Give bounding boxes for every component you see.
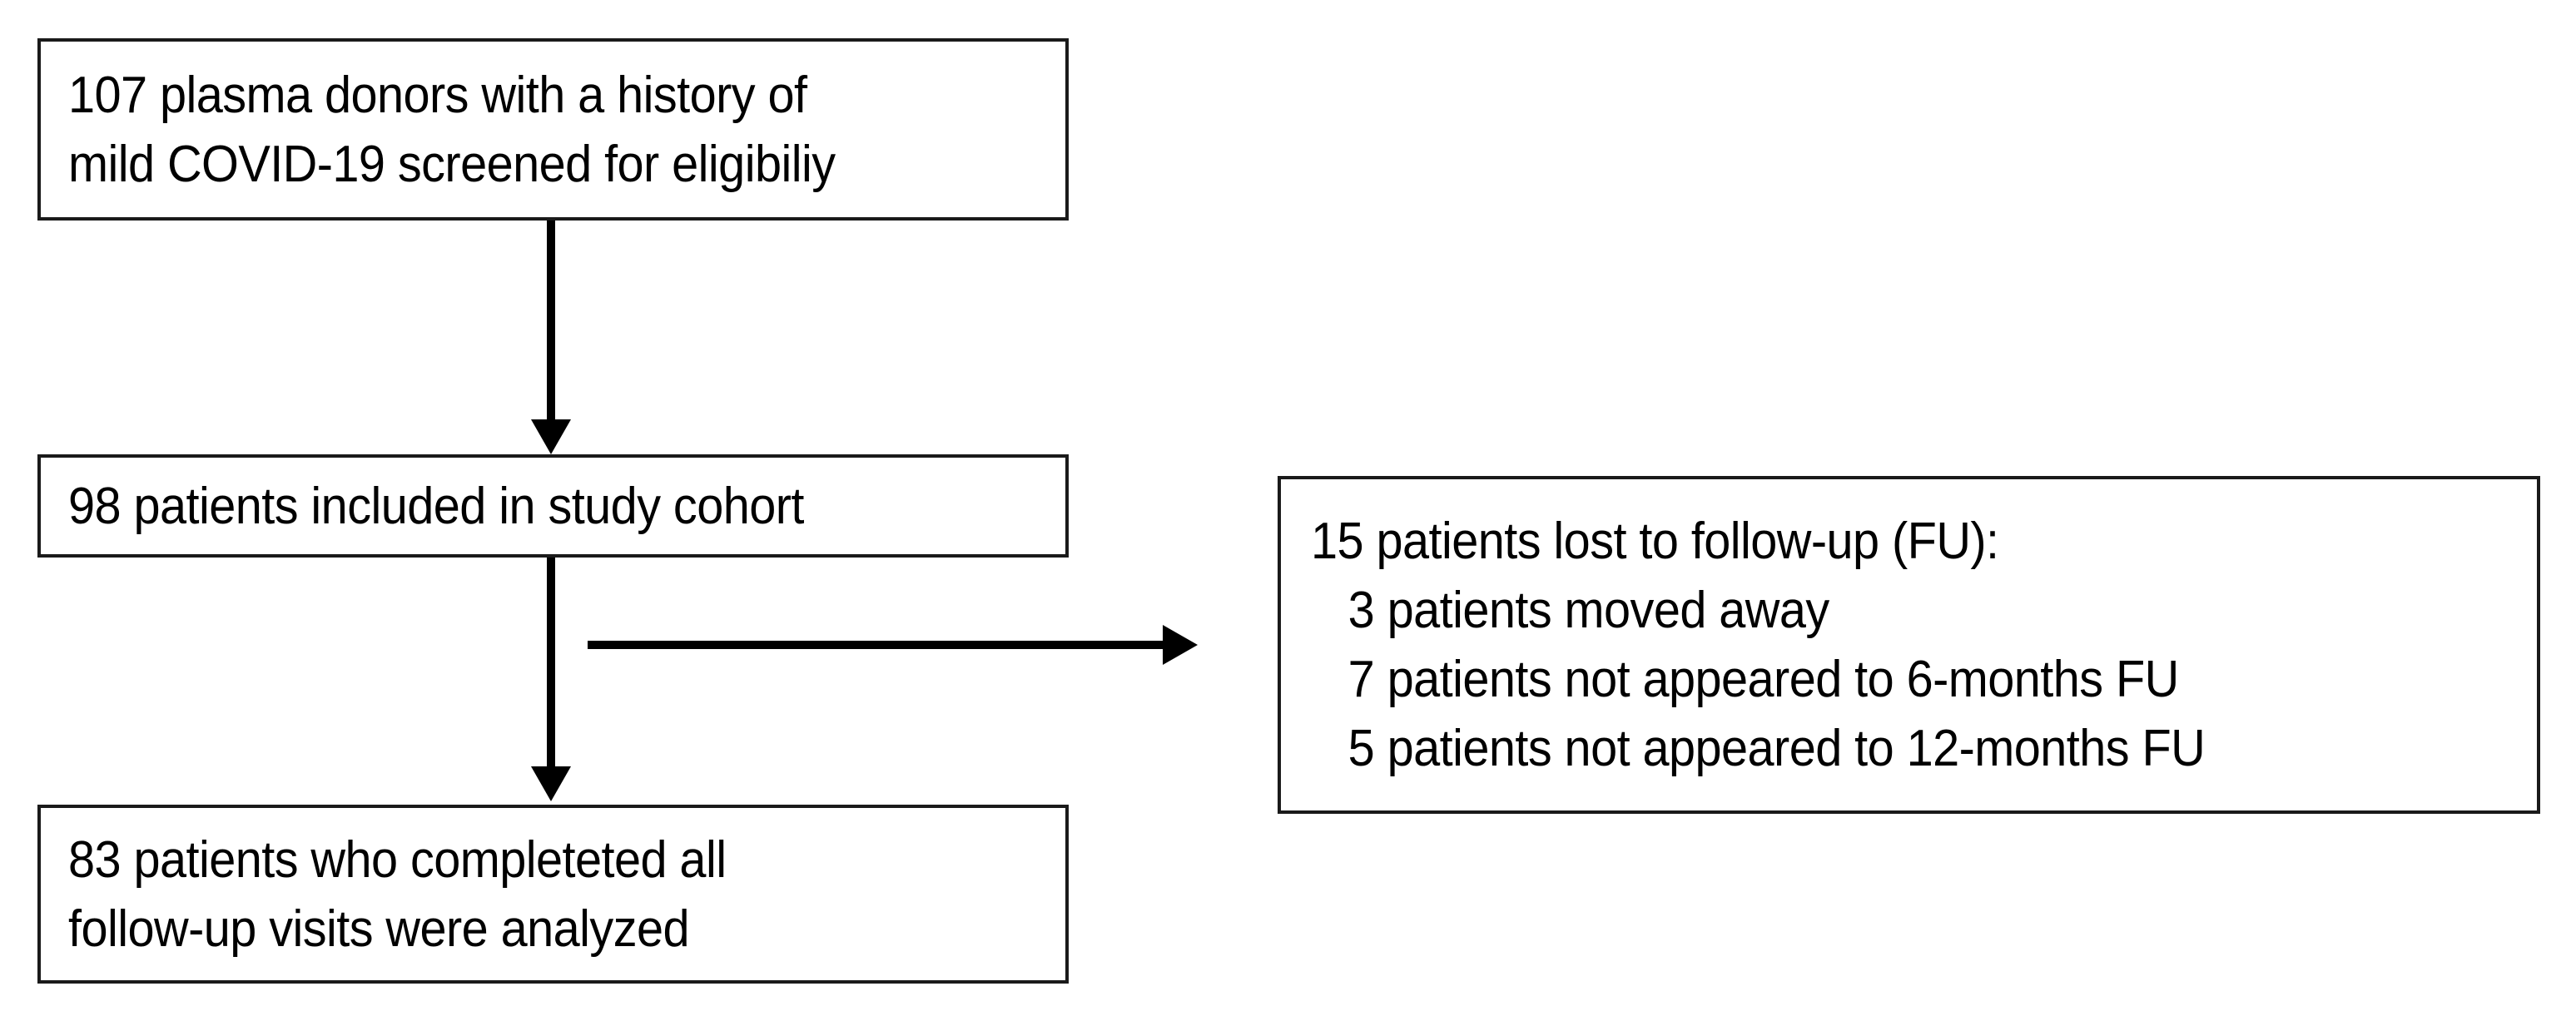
arrow-shaft [588, 641, 1166, 649]
node-analyzed: 83 patients who completeted all follow-u… [37, 805, 1069, 984]
node-study-cohort: 98 patients included in study cohort [37, 454, 1069, 558]
node-lost-to-follow-up-line-1: 15 patients lost to follow-up (FU): [1311, 513, 1999, 570]
node-analyzed-line-2: follow-up visits were analyzed [68, 900, 690, 958]
node-lost-to-follow-up-reason-2: 7 patients not appeared to 6-months FU [1348, 651, 2180, 708]
node-lost-to-follow-up-reason-1: 3 patients moved away [1348, 582, 1830, 639]
arrow-head-down-icon [531, 419, 571, 454]
arrow-head-right-icon [1163, 625, 1198, 665]
arrow-head-down-icon [531, 766, 571, 801]
node-lost-to-follow-up: 15 patients lost to follow-up (FU): 3 pa… [1278, 476, 2540, 814]
arrow-shaft [547, 221, 555, 424]
node-analyzed-line-1: 83 patients who completeted all [68, 830, 727, 889]
node-screened-line-2: mild COVID-19 screened for eligibiliy [68, 135, 836, 193]
arrow-shaft [547, 558, 555, 770]
node-lost-to-follow-up-reason-3: 5 patients not appeared to 12-months FU [1348, 720, 2206, 777]
node-screened: 107 plasma donors with a history of mild… [37, 38, 1069, 221]
node-study-cohort-line-1: 98 patients included in study cohort [68, 477, 804, 535]
node-screened-line-1: 107 plasma donors with a history of [68, 66, 807, 124]
